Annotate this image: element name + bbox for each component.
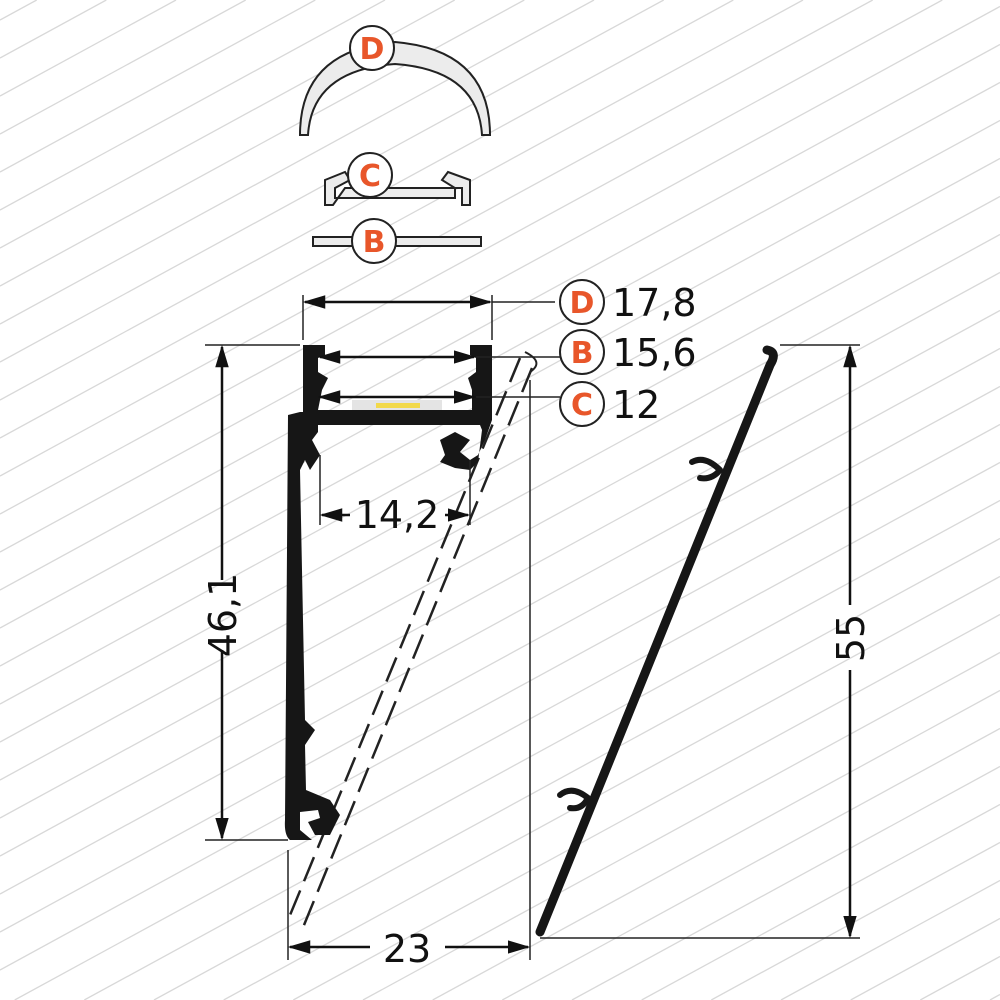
hatch-line: [501, 727, 1000, 1000]
hatch-line: [0, 0, 525, 287]
diffuser-b-shape: [312, 236, 482, 247]
hatch-line: [0, 119, 1000, 667]
hatch-line: [0, 5, 1000, 553]
hatch-line: [0, 81, 1000, 629]
hatch-line: [223, 575, 1000, 1000]
hatch-line: [919, 955, 1000, 1000]
hatch-line: [710, 841, 1000, 1000]
callout-letter: C: [359, 159, 381, 194]
hatch-line: [0, 0, 316, 173]
hatch-line: [0, 0, 386, 211]
hatch-line: [153, 537, 1000, 1000]
legend-value: 17,8: [612, 281, 697, 325]
hatch-line: [0, 347, 1000, 895]
part-callout-c: C: [347, 152, 393, 198]
dashed-cover-outline: [286, 357, 534, 931]
hatch-line: [292, 613, 1000, 1000]
hatch-line: [0, 0, 943, 515]
hatch-line: [83, 499, 1000, 1000]
hatch-line: [14, 461, 1000, 1000]
hatch-line: [850, 917, 1000, 1000]
hatch-line: [0, 0, 595, 325]
diffuser-d-shape: [298, 40, 492, 136]
hatch-line: [0, 385, 1000, 933]
hatch-line: [0, 233, 1000, 781]
hatch-line: [0, 271, 1000, 819]
legend-letter: B: [571, 336, 594, 371]
cover-clip-edge: [524, 351, 538, 373]
hatch-line: [989, 993, 1000, 1000]
hatch-line: [0, 0, 734, 401]
legend-item-b: B 15,6: [559, 329, 697, 375]
led-chip: [376, 403, 420, 408]
legend-item-c: C 12: [559, 381, 660, 427]
wall-mount-element: [535, 345, 778, 937]
hatch-line: [780, 879, 1000, 1000]
hatch-line: [432, 689, 1000, 1000]
legend-letter: C: [571, 388, 593, 423]
hatch-line: [0, 195, 1000, 743]
dim-width-total: 23: [383, 927, 431, 971]
hatch-line: [0, 43, 1000, 591]
hatch-line: [0, 0, 38, 21]
dimension-arrows: [215, 295, 857, 954]
part-callout-d: D: [349, 25, 395, 71]
hatch-line: [0, 0, 247, 135]
hatch-line: [362, 651, 1000, 1000]
hatch-line: [571, 765, 1000, 1000]
diffuser-c-shape: [324, 170, 471, 206]
hatch-line: [0, 157, 1000, 705]
part-callout-b: B: [351, 218, 397, 264]
dim-inner-width: 14,2: [355, 493, 440, 537]
dim-height-total: 55: [829, 614, 873, 662]
hatch-line: [0, 0, 804, 439]
legend-letter: D: [570, 286, 595, 321]
hatch-line: [0, 0, 177, 97]
callout-letter: B: [363, 225, 386, 260]
aluminium-profile: [284, 345, 492, 840]
hatch-line: [0, 423, 1000, 971]
dim-height-profile: 46,1: [201, 573, 245, 658]
hatch-line: [0, 0, 107, 59]
legend-value: 15,6: [612, 331, 697, 375]
legend-item-d: D 17,8: [559, 279, 697, 325]
hatch-line: [641, 803, 1000, 1000]
legend-value: 12: [612, 383, 660, 427]
hatch-line: [0, 309, 1000, 857]
callout-letter: D: [360, 32, 385, 67]
